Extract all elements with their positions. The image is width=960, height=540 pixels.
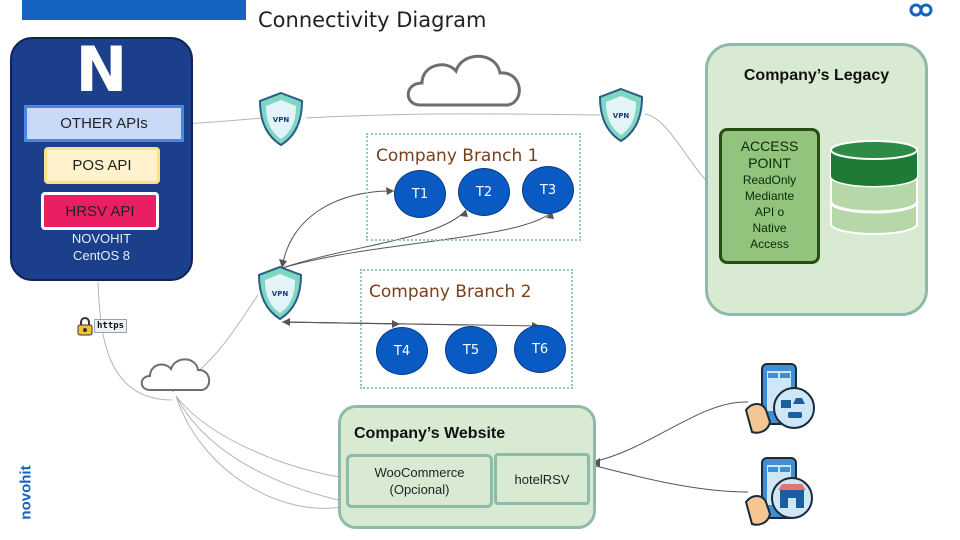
website-panel — [338, 405, 596, 529]
novohit-caption-os: CentOS 8 — [72, 248, 131, 263]
arrow-t3 — [546, 212, 554, 219]
arrow-t2 — [460, 210, 468, 217]
arrow-hotel — [592, 458, 600, 467]
vpn-shield-icon: VPN — [598, 87, 644, 143]
other-apis-box[interactable]: OTHER APIs — [24, 105, 184, 142]
access-line-5: API o — [754, 205, 785, 219]
branch-2-label: Company Branch 2 — [369, 282, 532, 302]
woocommerce-note: (Opcional) — [389, 482, 450, 497]
access-line-7: Access — [750, 237, 789, 251]
link-vpn2-t2 — [281, 209, 467, 269]
https-badge: https — [77, 316, 128, 336]
access-line-4: Mediante — [744, 189, 795, 203]
access-point-text: ACCESS POINT ReadOnly Mediante API o Nat… — [719, 138, 820, 252]
vpn-label: VPN — [613, 112, 630, 120]
padlock-icon — [77, 317, 93, 336]
database-icon — [829, 140, 919, 235]
access-point-box[interactable] — [719, 128, 820, 264]
top-accent-bar — [22, 0, 246, 20]
vpn-label: VPN — [273, 116, 290, 124]
https-label: https — [94, 319, 128, 333]
terminal-t4[interactable]: T4 — [376, 327, 428, 375]
cloud-icon-small — [140, 358, 210, 391]
terminal-t5[interactable]: T5 — [445, 326, 497, 374]
cloud-icon — [406, 54, 521, 107]
mobile-booking-icon — [744, 363, 815, 434]
pos-api-box[interactable]: POS API — [44, 147, 160, 184]
novohit-caption-name: NOVOHIT — [71, 231, 132, 246]
arrow-vpn2-bottom — [282, 318, 290, 326]
link-vpn-cloud-vpn — [305, 113, 601, 119]
novohit-logo: N — [75, 33, 128, 106]
terminal-t2[interactable]: T2 — [458, 168, 510, 216]
woocommerce-name: WooCommerce — [374, 465, 465, 480]
branch-1-group — [366, 133, 581, 241]
website-title: Company’s Website — [354, 425, 506, 442]
link-vpn2-t6 — [281, 321, 541, 327]
terminal-t1[interactable]: T1 — [394, 170, 446, 218]
vpn-label: VPN — [272, 290, 289, 298]
access-line-3: ReadOnly — [742, 173, 797, 187]
page-title: Connectivity Diagram — [258, 8, 487, 32]
link-hotel-client2 — [591, 464, 749, 493]
terminal-t3[interactable]: T3 — [522, 166, 574, 214]
legacy-title: Company’s Legacy — [743, 67, 890, 84]
link-hotel-client1 — [591, 401, 749, 463]
access-line-6: Native — [752, 221, 787, 235]
access-line-2: POINT — [748, 155, 791, 171]
novohit-caption: NOVOHIT CentOS 8 — [10, 230, 193, 264]
woocommerce-box[interactable]: WooCommerce (Opcional) — [346, 454, 493, 508]
infinity-link-icon — [909, 3, 933, 17]
link-cloud-web1 — [175, 395, 349, 509]
arrow-t4 — [392, 320, 400, 328]
link-cloud-web3 — [175, 395, 347, 479]
link-novohit-cloud — [97, 281, 173, 401]
arrow-vpn2-top — [279, 259, 287, 268]
branch-1-label: Company Branch 1 — [376, 146, 539, 166]
vpn-shield-icon: VPN — [257, 265, 303, 321]
arrow-t1 — [386, 187, 394, 195]
link-vpn2-t1 — [281, 190, 395, 269]
access-line-1: ACCESS — [740, 138, 799, 154]
vpn-shield-icon: VPN — [258, 91, 304, 147]
terminal-t6[interactable]: T6 — [514, 325, 566, 373]
hotelrsv-box[interactable]: hotelRSV — [494, 453, 590, 505]
brand-vertical-text: novohit — [17, 465, 35, 520]
branch-2-group — [360, 269, 573, 389]
link-otherapis-vpn — [183, 117, 263, 125]
hrsv-api-box[interactable]: HRSV API — [41, 192, 159, 230]
mobile-store-icon — [744, 457, 813, 526]
